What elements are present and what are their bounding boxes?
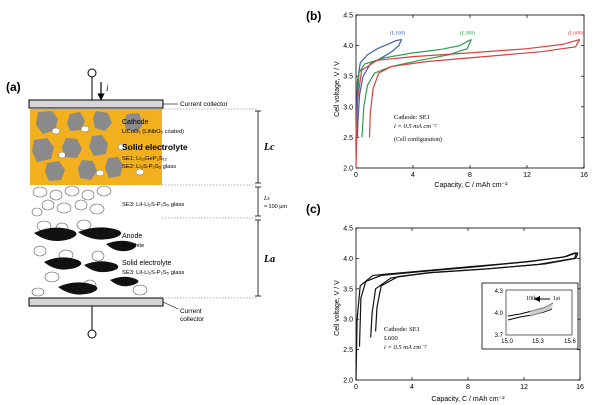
inset-label-1st: 1st [553, 296, 560, 302]
inset-ytick-43: 4.3 [495, 289, 504, 295]
panel-b-x-tick-label: 4 [411, 172, 415, 179]
panel-c-x-tick-label: 8 [466, 384, 470, 391]
panel-c-ylabel: Cell voltage, V / V [334, 280, 341, 336]
inset-axes [505, 289, 573, 336]
panel-b-series-label: (L600) [568, 29, 583, 36]
anode-title: Anode [122, 233, 142, 240]
panel-c: (c) Cell voltage, V / V Capacity, C / mA… [306, 202, 584, 403]
panel-c-x-tick-label: 0 [354, 384, 358, 391]
panel-b-y-tick-label: 3.0 [343, 104, 353, 111]
ls-value: ≈ 100 µm [264, 204, 287, 210]
panel-a: (a) i Current collector [6, 68, 287, 339]
anode-se-title: Solid electrolyte [122, 260, 172, 267]
panel-b-series-3-charge-line [355, 38, 580, 169]
panel-c-note-1: Cathode: SE1 [384, 326, 420, 333]
panel-c-x-tick-label: 4 [410, 384, 414, 391]
panel-b-xlabel: Capacity, C / mAh cm⁻² [434, 182, 508, 189]
anode-layer [30, 218, 162, 298]
panel-b-y-tick-label: 2.5 [343, 135, 353, 142]
inset-ytick-37: 3.7 [495, 333, 504, 339]
bottom-collector-label-1: Current [180, 308, 202, 315]
la-label: La [263, 254, 275, 265]
panel-b: (b) Cell voltage, V / V Capacity, C / mA… [306, 9, 588, 189]
panel-b-series-2-charge-line [355, 38, 472, 138]
panel-c-xlabel: Capacity, C / mAh cm⁻² [431, 396, 505, 403]
cathode-title: Cathode [122, 119, 149, 126]
thickness-brackets [255, 110, 261, 297]
panel-c-y-tick-label: 3.5 [343, 286, 353, 293]
panel-b-x-tick-label: 16 [580, 172, 588, 179]
panel-b-series-label: (L300) [460, 29, 475, 36]
inset-label-10th: 10th [526, 296, 537, 302]
panel-b-series-2-discharge-line [361, 39, 472, 138]
panel-b-ylabel-group: Cell voltage, V / V [334, 61, 341, 117]
cathode-layer [30, 109, 162, 185]
panel-b-series-label: (L100) [390, 29, 405, 36]
separator-label: SE3: LiI-Li₂S-P₂S₅ glass [122, 202, 184, 208]
panel-c-ylabel-group: Cell voltage, V / V [334, 280, 341, 336]
panel-c-note-3: i = 0.5 mA cm⁻² [384, 344, 427, 351]
panel-b-series-1-charge-line [355, 38, 402, 138]
bottom-collector-label-2: collector [180, 316, 205, 323]
bottom-terminal [87, 329, 97, 339]
inset-xtick-150: 15.0 [501, 339, 513, 345]
anode-se3-label: SE3: LiI-Li₂S-P₂S₅ glass [122, 270, 184, 276]
panel-c-series-2-discharge-line [375, 252, 579, 332]
panel-c-label: (c) [306, 202, 321, 216]
inset-xtick-153: 15.3 [532, 339, 544, 345]
cathode-material: LiCoO₂ (LiNbO₃ coated) [122, 129, 184, 135]
panel-c-y-tick-label: 2.0 [343, 378, 353, 385]
panel-c-series-2-charge-line [358, 252, 579, 347]
top-current-collector [28, 99, 164, 109]
panel-c-y-tick-label: 4.5 [343, 226, 353, 233]
anode-material: Graphite [122, 243, 144, 249]
panel-b-note-1: Cathode: SE1 [394, 114, 430, 121]
current-symbol: i [106, 83, 109, 93]
inset-shaded-band [530, 303, 553, 317]
panel-b-ylabel: Cell voltage, V / V [334, 61, 341, 117]
panel-b-series-3-discharge-line [368, 39, 581, 138]
panel-b-note-3: (Cell configuration) [394, 136, 442, 143]
se2-label: SE2: Li₂S-P₂S₅ glass [122, 164, 176, 170]
panel-c-note-2: L600 [384, 335, 398, 342]
panel-b-plot-frame [355, 14, 585, 169]
top-collector-label: Current collector [180, 101, 229, 108]
inset-xtick-156: 15.6 [564, 339, 576, 345]
bottom-current-collector [28, 297, 164, 307]
separator-layer [30, 185, 162, 218]
panel-b-y-tick-label: 4.0 [343, 43, 353, 50]
panel-b-y-tick-label: 3.5 [343, 74, 353, 81]
bottom-collector-leader [162, 301, 179, 310]
panel-b-label: (b) [306, 9, 321, 23]
inset-ytick-40: 4.0 [495, 311, 504, 317]
solid-electrolyte-title: Solid electrolyte [122, 142, 188, 152]
panel-a-label: (a) [6, 80, 21, 94]
panel-b-note-2: i = 0.5 mA cm⁻² [394, 123, 437, 130]
panel-c-x-tick-label: 12 [520, 384, 528, 391]
se1-label: SE1: Li₁₀GeP₂S₁₂ [122, 156, 167, 162]
lc-label: Lc [263, 142, 275, 153]
panel-c-y-tick-label: 3.0 [343, 317, 353, 324]
top-terminal [87, 68, 97, 78]
inset-plot: 10th 1st 4.3 4.0 3.7 15.0 15.3 15.6 [481, 282, 579, 350]
panel-c-y-tick-label: 2.5 [343, 347, 353, 354]
panel-c-x-tick-label: 16 [576, 384, 584, 391]
panel-c-y-tick-label: 4.0 [343, 256, 353, 263]
panel-b-x-tick-label: 8 [468, 172, 472, 179]
panel-b-x-tick-label: 0 [354, 172, 358, 179]
panel-b-x-tick-label: 12 [523, 172, 531, 179]
panel-b-y-tick-label: 4.5 [343, 13, 353, 20]
panel-b-y-tick-label: 2.0 [343, 166, 353, 173]
panel-b-series-1-discharge-line [356, 39, 403, 138]
ls-label: Ls [263, 196, 270, 202]
